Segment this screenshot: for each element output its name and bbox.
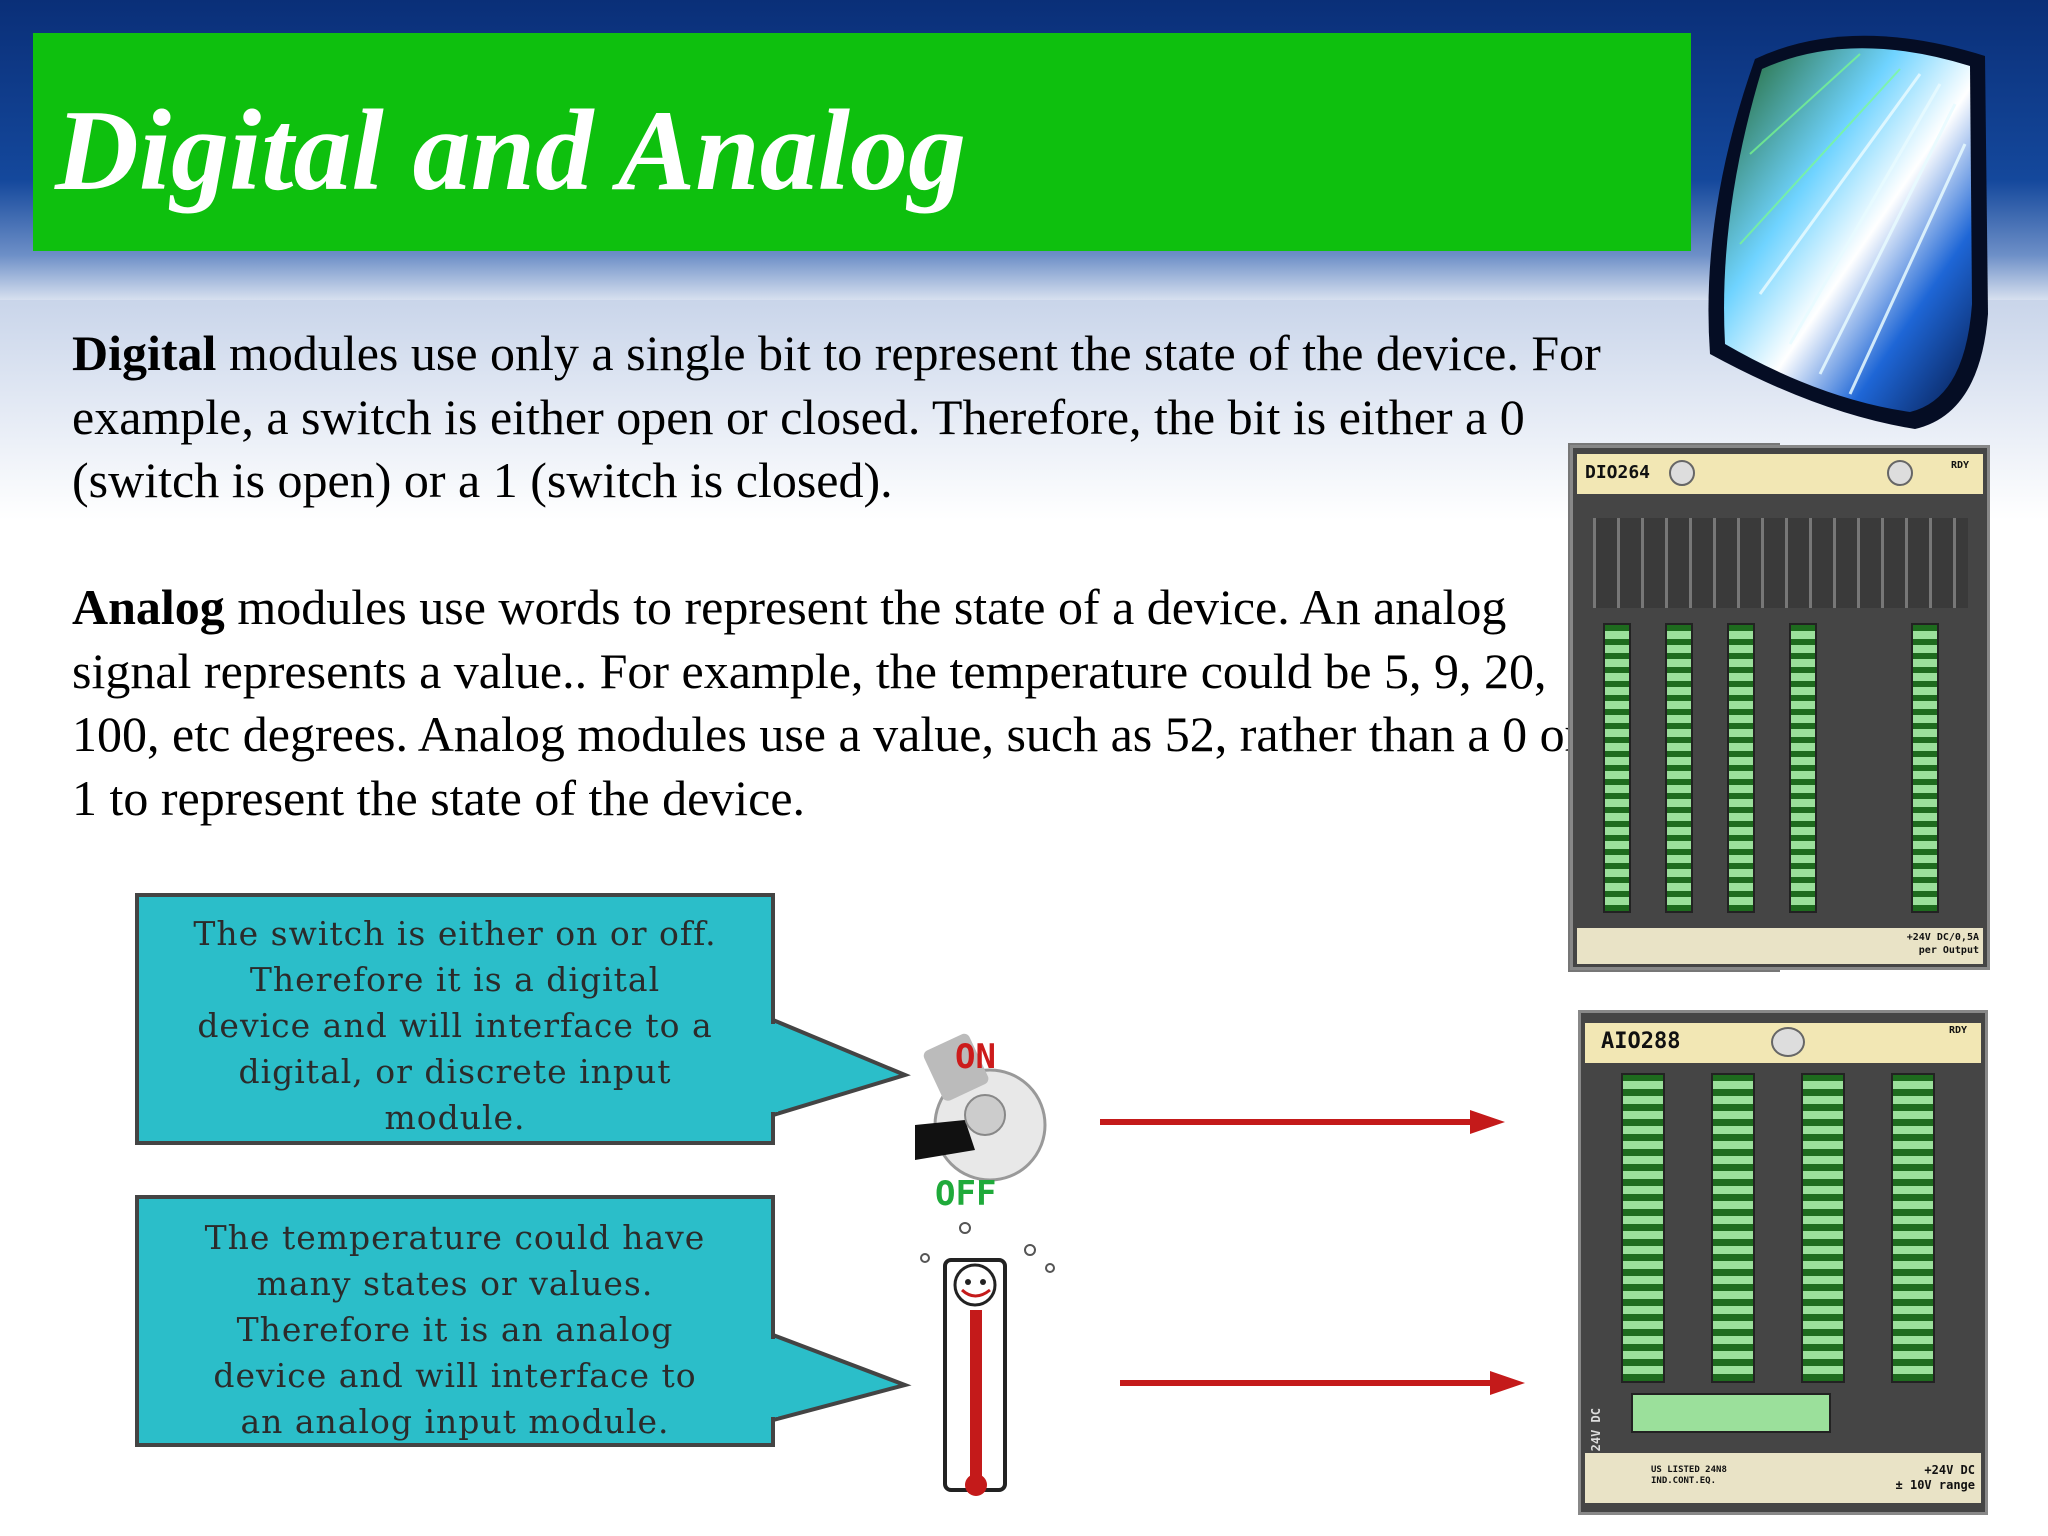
terminal-block	[1665, 623, 1693, 913]
callout-line: device and will interface to a	[197, 1006, 713, 1045]
power-label: per Output	[1918, 945, 1979, 956]
power-label: +24V DC	[1924, 1463, 1975, 1477]
screw-icon	[1669, 460, 1695, 486]
analog-module-power: +24V DC± 10V range	[1881, 1463, 1975, 1493]
screw-icon	[1771, 1027, 1805, 1057]
cert-label: US LISTED 24N8	[1651, 1465, 1727, 1475]
callout-line: Therefore it is a digital	[249, 960, 661, 999]
power-label: +24V DC/0,5A	[1906, 932, 1979, 943]
terminal-block	[1789, 623, 1817, 913]
analog-module-rdy: RDY	[1949, 1025, 1968, 1036]
callout-line: many states or values.	[256, 1264, 654, 1303]
digital-module-header	[1577, 454, 1983, 494]
cert-label: IND.CONT.EQ.	[1651, 1476, 1717, 1486]
switch-callout: The switch is either on or off. Therefor…	[135, 893, 775, 1145]
callout-line: digital, or discrete input	[238, 1052, 672, 1091]
callout-pointer	[771, 1332, 912, 1423]
light-burst-logo	[1708, 35, 1988, 430]
terminal-block	[1727, 623, 1755, 913]
power-label: ± 10V range	[1895, 1478, 1975, 1492]
digital-module-model: DIO264	[1585, 462, 1651, 483]
terminal-block	[1801, 1073, 1845, 1383]
arrow-icon	[1120, 1371, 1525, 1395]
body-text: Digital modules use only a single bit to…	[72, 322, 1612, 830]
toggle-switch-icon: ON OFF	[915, 1033, 1047, 1214]
digital-module-power: +24V DC/0,5A per Output	[1891, 931, 1979, 957]
terminal-block	[1711, 1073, 1755, 1383]
analog-side-label: 24V DC	[1589, 1408, 1603, 1452]
callout-line: The temperature could have	[204, 1218, 706, 1257]
callout-line: Therefore it is an analog	[236, 1310, 674, 1349]
analog-paragraph: Analog modules use words to represent th…	[72, 576, 1612, 830]
temperature-callout: The temperature could have many states o…	[135, 1195, 775, 1447]
terminal-block	[1891, 1073, 1935, 1383]
switch-on-label: ON	[955, 1037, 996, 1077]
callout-pointer	[771, 1017, 911, 1118]
slide-title: Digital and Analog	[55, 87, 967, 215]
analog-module-model: AIO288	[1601, 1029, 1681, 1054]
switch-off-label: OFF	[935, 1174, 996, 1214]
digital-text: modules use only a single bit to represe…	[72, 325, 1601, 508]
analog-text: modules use words to represent the state…	[72, 579, 1582, 826]
digital-paragraph: Digital modules use only a single bit to…	[72, 322, 1612, 513]
digital-module-rdy: RDY	[1951, 460, 1970, 471]
analog-lead: Analog	[72, 579, 225, 635]
terminal-block	[1603, 623, 1631, 913]
callout-line: device and will interface to	[213, 1356, 697, 1395]
thermometer-icon	[920, 1222, 1055, 1496]
callout-line: an analog input module.	[240, 1402, 670, 1441]
digital-module: DIO264 RDY +24V DC/0,5A per Output	[1570, 445, 1990, 970]
callout-line: module.	[384, 1098, 526, 1137]
arrow-icon	[1100, 1110, 1505, 1134]
title-bar: Digital and Analog	[33, 33, 1691, 251]
callout-line: The switch is either on or off.	[193, 914, 717, 953]
digital-lead: Digital	[72, 325, 217, 381]
analog-module-footer	[1585, 1453, 1981, 1503]
terminal-block	[1621, 1073, 1665, 1383]
terminal-block	[1911, 623, 1939, 913]
digital-module-footer	[1577, 928, 1983, 964]
power-terminal	[1631, 1393, 1831, 1433]
screw-icon	[1887, 460, 1913, 486]
led-array	[1593, 518, 1968, 608]
